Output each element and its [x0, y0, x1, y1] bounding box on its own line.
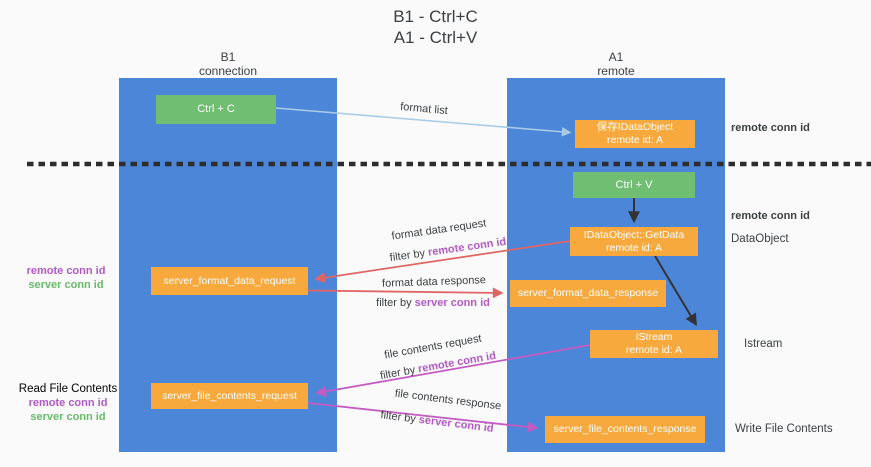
format-data-response-arrow [307, 287, 504, 299]
label-filter-server-1: filter by server conn id [376, 297, 490, 309]
read-file-contents-stack: Read File Contents remote conn id server… [18, 382, 118, 424]
node-istream: IStream remote id: A [590, 330, 718, 358]
filter-by-text: filter by [379, 363, 420, 383]
label-dataobject: DataObject [731, 233, 789, 245]
node-save-idataobject-line1: 保存IDataObject [596, 121, 674, 133]
node-istream-line2: remote id: A [625, 344, 683, 356]
lifeline-header-b1: B1 connection [119, 50, 337, 78]
left-conn-id-stack: remote conn id server conn id [20, 264, 112, 292]
server-conn-id-text: server conn id [418, 413, 495, 435]
node-format-response-label: server_format_data_response [517, 287, 659, 299]
diagram-title-line1: B1 - Ctrl+C [393, 7, 478, 26]
node-getdata-line2: remote id: A [605, 241, 663, 254]
label-remote-conn-id-mid: remote conn id [731, 210, 810, 222]
label-format-list: format list [399, 100, 449, 118]
label-file-contents-response: file contents response [394, 387, 502, 413]
node-istream-line1: IStream [635, 331, 673, 343]
remote-conn-id-text: remote conn id [427, 235, 507, 259]
lifeline-header-a1: A1 remote [507, 50, 725, 78]
node-format-request-label: server_format_data_request [163, 274, 296, 287]
node-ctrl-c: Ctrl + C [156, 95, 276, 124]
lifeline-a1-name: A1 [608, 50, 624, 64]
node-getdata-line1: IDataObject::GetData [583, 228, 685, 241]
filter-by-text: filter by [389, 246, 429, 265]
label-left-remote-conn-id: remote conn id [26, 265, 106, 277]
node-file-request-label: server_file_contents_request [162, 389, 297, 402]
filter-by-text: filter by [379, 409, 420, 426]
node-server-file-contents-response: server_file_contents_response [545, 416, 705, 443]
node-file-response-label: server_file_contents_response [553, 423, 697, 435]
label-left-server-conn-id: server conn id [28, 279, 104, 291]
node-save-idataobject-line2: remote id: A [606, 134, 664, 146]
lifeline-b1-name: B1 [220, 50, 236, 64]
lifeline-b1-role: connection [198, 64, 258, 78]
lifeline-a1-role: remote [597, 64, 635, 78]
filter-by-text: filter by [376, 297, 415, 309]
label-read-file-contents: Read File Contents [18, 383, 118, 395]
label-filter-server-2: filter by server conn id [380, 409, 494, 435]
label-format-data-response: format data response [381, 274, 487, 290]
diagram-title: B1 - Ctrl+C A1 - Ctrl+V [0, 6, 871, 48]
label-istream: Istream [744, 338, 783, 350]
node-server-file-contents-request: server_file_contents_request [151, 383, 308, 409]
server-conn-id-text: server conn id [414, 297, 490, 309]
diagram-title-line2: A1 - Ctrl+V [393, 28, 478, 47]
node-save-idataobject: 保存IDataObject remote id: A [575, 120, 695, 148]
node-ctrl-v: Ctrl + V [573, 172, 695, 198]
node-idataobject-getdata: IDataObject::GetData remote id: A [570, 227, 698, 256]
node-ctrl-v-label: Ctrl + V [615, 178, 653, 191]
node-server-format-data-response: server_format_data_response [510, 280, 666, 307]
label-format-data-request: format data request [390, 217, 488, 243]
label-write-file-contents: Write File Contents [735, 423, 833, 435]
node-ctrl-c-label: Ctrl + C [197, 103, 235, 115]
node-server-format-data-request: server_format_data_request [151, 267, 308, 295]
label-read-remote-conn-id: remote conn id [28, 397, 108, 409]
label-remote-conn-id-top: remote conn id [731, 122, 810, 134]
label-read-server-conn-id: server conn id [30, 411, 106, 423]
